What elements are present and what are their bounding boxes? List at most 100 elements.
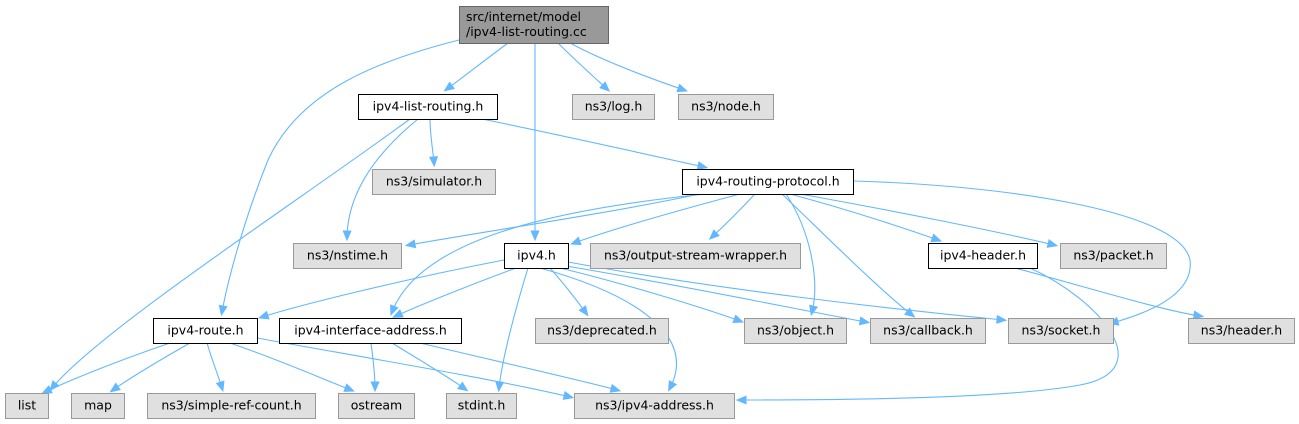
node-box-node: [678, 94, 774, 120]
edge-ipv4_route-to-srcount: [206, 342, 223, 389]
edge-routing_protocol-to-socket: [852, 180, 1191, 324]
node-box-ostream: [338, 393, 415, 419]
node-label-srcount: ns3/simple-ref-count.h: [161, 398, 301, 413]
node-label-deprecated: ns3/deprecated.h: [547, 323, 657, 338]
arrowhead-ipv4_h-to-socket: [996, 314, 1008, 324]
edge-ipv4_list_routing_h-to-simulator: [429, 118, 435, 164]
node-label-ipv4_address: ns3/ipv4-address.h: [595, 398, 714, 413]
node-label-root-line-2: /ipv4-list-routing.cc: [466, 24, 587, 39]
node-label-ipv4_h: ipv4.h: [517, 248, 556, 263]
node-log: ns3/log.h: [572, 94, 655, 120]
node-deprecated: ns3/deprecated.h: [535, 318, 669, 344]
node-box-ipv4_list_routing_h: [358, 94, 498, 120]
edge-routing_protocol-to-nstime: [408, 193, 701, 246]
arrowhead-routing_protocol-to-callback: [904, 307, 916, 318]
edge-ipv4_route-to-ostream: [229, 342, 352, 391]
node-routing_protocol[interactable]: ipv4-routing-protocol.h: [682, 169, 854, 195]
node-label-ostream: ostream: [351, 398, 402, 413]
edge-ipv4_h-to-callback: [565, 265, 867, 323]
arrowhead-ipv4_h-to-ipv4_route: [257, 310, 270, 320]
node-label-routing_protocol: ipv4-routing-protocol.h: [696, 174, 839, 189]
node-ipv4_header[interactable]: ipv4-header.h: [928, 243, 1038, 269]
edges-layer: [41, 39, 1205, 405]
arrowhead-routing_protocol-to-nstime: [404, 239, 417, 249]
arrowhead-ipv4_h-to-iface_addr: [392, 309, 404, 318]
arrowhead-ipv4_route-to-srcount: [215, 380, 225, 393]
node-label-socket: ns3/socket.h: [1022, 323, 1101, 338]
node-iface_addr[interactable]: ipv4-interface-address.h: [279, 318, 462, 344]
node-simulator: ns3/simulator.h: [372, 169, 496, 195]
node-root: src/internet/model/ipv4-list-routing.cc: [459, 6, 609, 44]
node-box-iface_addr: [279, 318, 462, 344]
arrowhead-root-to-ipv4_h: [530, 230, 540, 242]
arrowhead-ipv4_header-to-header: [1192, 310, 1205, 320]
edge-routing_protocol-to-object: [785, 193, 816, 313]
node-label-osw: ns3/output-stream-wrapper.h: [604, 248, 787, 263]
arrowhead-routing_protocol-to-iface_addr: [390, 304, 399, 316]
edge-routing_protocol-to-osw: [711, 193, 756, 238]
edge-ipv4_h-to-iface_addr: [395, 267, 517, 317]
node-box-list: [5, 393, 49, 419]
edge-root-to-ipv4_list_routing_h: [446, 42, 509, 90]
node-label-ipv4_list_routing_h: ipv4-list-routing.h: [373, 99, 484, 114]
arrowhead-root-to-node: [676, 83, 689, 93]
node-ipv4_address: ns3/ipv4-address.h: [574, 393, 735, 419]
node-label-stdint: stdint.h: [458, 398, 506, 413]
node-label-callback: ns3/callback.h: [883, 323, 973, 338]
edge-routing_protocol-to-ipv4_h: [573, 193, 741, 244]
edge-ipv4_header-to-header: [1014, 267, 1201, 317]
node-box-deprecated: [535, 318, 669, 344]
node-header: ns3/header.h: [1188, 318, 1295, 344]
node-box-nstime: [293, 243, 402, 269]
node-nstime: ns3/nstime.h: [293, 243, 402, 269]
edge-ipv4_h-to-deprecated: [549, 267, 587, 314]
arrowhead-root-to-ipv4_list_routing_h: [443, 81, 455, 92]
edge-ipv4_route-to-ipv4_address: [256, 337, 571, 398]
arrowhead-ipv4_route-to-map: [109, 382, 121, 393]
arrowhead-ipv4_h-to-callback: [858, 316, 871, 326]
node-box-ipv4_route: [153, 318, 258, 344]
edge-ipv4_h-to-stdint: [498, 267, 529, 389]
node-box-map: [71, 393, 125, 419]
node-osw: ns3/output-stream-wrapper.h: [590, 243, 801, 269]
edge-root-to-ipv4_route: [221, 39, 460, 313]
node-box-socket: [1008, 318, 1114, 344]
node-box-osw: [590, 243, 801, 269]
node-label-ipv4_header: ipv4-header.h: [940, 248, 1026, 263]
edge-ipv4_route-to-list: [44, 342, 171, 393]
node-box-packet: [1060, 243, 1167, 269]
arrowhead-root-to-ipv4_route: [218, 304, 228, 317]
arrowhead-ipv4_h-to-deprecated: [578, 305, 589, 317]
arrowhead-root-to-log: [599, 81, 611, 92]
edge-iface_addr-to-ipv4_address: [419, 342, 618, 391]
edge-ipv4_list_routing_h-to-nstime: [346, 118, 419, 238]
arrowhead-ipv4_list_routing_h-to-simulator: [428, 156, 439, 168]
node-stdint: stdint.h: [446, 393, 517, 419]
edge-ipv4_route-to-map: [112, 342, 191, 391]
node-socket: ns3/socket.h: [1008, 318, 1114, 344]
edge-routing_protocol-to-packet: [799, 193, 1055, 246]
node-label-header: ns3/header.h: [1201, 323, 1282, 338]
node-ipv4_h[interactable]: ipv4.h: [504, 243, 569, 269]
node-box-ipv4_header: [928, 243, 1038, 269]
node-label-object: ns3/object.h: [757, 323, 834, 338]
node-callback: ns3/callback.h: [870, 318, 986, 344]
arrowhead-iface_addr-to-ipv4_address: [609, 383, 622, 393]
node-box-srcount: [147, 393, 316, 419]
node-label-packet: ns3/packet.h: [1073, 248, 1153, 263]
node-label-map: map: [84, 398, 112, 413]
edge-ipv4_h-to-object: [559, 267, 741, 322]
edge-root-to-node: [569, 42, 685, 91]
node-ipv4_list_routing_h[interactable]: ipv4-list-routing.h: [358, 94, 498, 120]
node-box-ipv4_h: [504, 243, 569, 269]
edge-routing_protocol-to-ipv4_header: [789, 193, 939, 241]
node-ipv4_route[interactable]: ipv4-route.h: [153, 318, 258, 344]
node-list: list: [5, 393, 49, 419]
node-label-simulator: ns3/simulator.h: [386, 174, 482, 189]
node-object: ns3/object.h: [744, 318, 847, 344]
edge-ipv4_list_routing_h-to-list: [51, 118, 411, 389]
edge-iface_addr-to-stdint: [391, 342, 466, 390]
edge-ipv4_h-to-ipv4_address: [539, 267, 677, 389]
arrowhead-ipv4_h-to-ipv4_address: [668, 380, 678, 392]
